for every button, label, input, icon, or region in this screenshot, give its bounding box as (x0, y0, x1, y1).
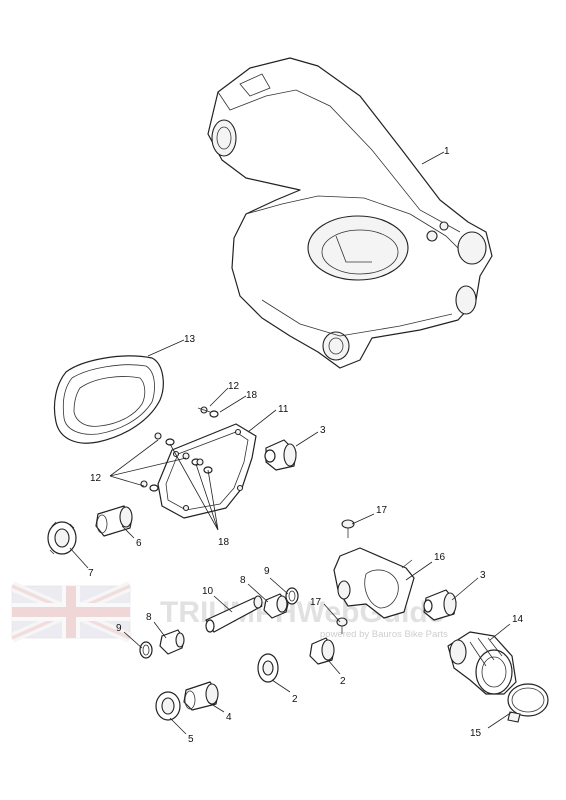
part-8-bush-right (263, 593, 289, 619)
part-8-bush-left (159, 629, 185, 655)
part-17-fastener-lower (336, 617, 348, 634)
part-17-fastener-upper (341, 519, 355, 538)
callout-6: 6 (136, 538, 142, 549)
part-4-bush (183, 681, 219, 711)
callout-17-bottom: 17 (310, 597, 322, 608)
callout-12-top: 12 (228, 381, 240, 392)
callout-2-right: 2 (340, 676, 346, 687)
callout-1: 1 (444, 146, 450, 157)
part-5-collar (155, 691, 181, 721)
part-6-bush (95, 505, 133, 537)
callout-13: 13 (184, 334, 196, 345)
callout-8-right: 8 (240, 575, 246, 586)
part-1-airbox-housing (207, 57, 493, 369)
callout-12-bottom: 12 (90, 473, 102, 484)
part-15-hose-clamp (507, 683, 549, 723)
callout-4: 4 (226, 712, 232, 723)
part-3-grommet-lower (423, 589, 457, 621)
part-16-bracket (333, 547, 415, 619)
callout-2-left: 2 (292, 694, 298, 705)
watermark-tagline: powered by Bauros Bike Parts (320, 629, 448, 640)
callout-3-top: 3 (320, 425, 326, 436)
part-10-spacer-tube (205, 595, 263, 633)
callout-8-left: 8 (146, 612, 152, 623)
part-3-grommet-upper (264, 439, 297, 471)
callout-15: 15 (470, 728, 482, 739)
part-14-intake-boot (447, 631, 517, 695)
callout-18-top: 18 (246, 390, 258, 401)
part-2-bush-left (257, 653, 279, 683)
callout-labels: 1 13 12 18 11 3 12 18 6 7 17 16 3 10 8 9… (88, 146, 524, 745)
part-9-oring-right (285, 587, 299, 605)
callout-7: 7 (88, 568, 94, 579)
callout-9-right: 9 (264, 566, 270, 577)
union-flag-watermark-icon (9, 581, 133, 643)
callout-5: 5 (188, 734, 194, 745)
screw-washer-set (140, 406, 219, 492)
part-9-oring-left (139, 641, 153, 659)
callout-10: 10 (202, 586, 214, 597)
leader-lines (69, 151, 513, 735)
callout-9-left: 9 (116, 623, 122, 634)
callout-16: 16 (434, 552, 446, 563)
callout-17-top: 17 (376, 505, 388, 516)
part-7-collar (47, 521, 77, 555)
callout-3-bottom: 3 (480, 570, 486, 581)
callout-14: 14 (512, 614, 524, 625)
callout-11: 11 (278, 404, 289, 415)
part-2-bush-right (309, 637, 335, 665)
callout-18-bottom: 18 (218, 537, 230, 548)
part-13-foam-seal (53, 355, 164, 444)
